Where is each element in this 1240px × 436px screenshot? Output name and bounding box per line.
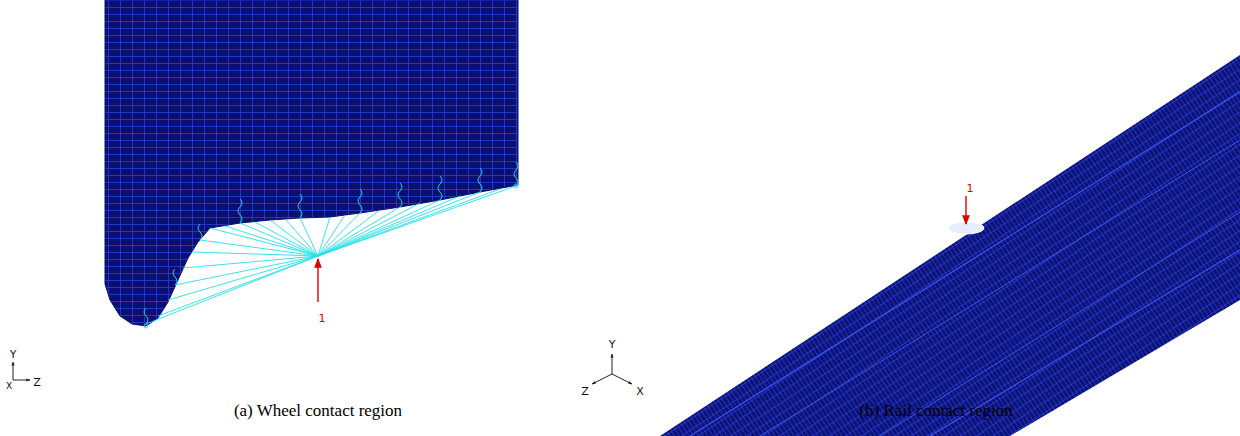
axis-label-holder: Y xyxy=(10,344,17,362)
figure-caption: (b) Rail contact region xyxy=(859,402,1012,421)
axis-label-holder: Z xyxy=(33,372,41,390)
callout-number: 1 xyxy=(967,183,974,195)
figure-caption: (a) Wheel contact region xyxy=(234,402,402,421)
axis-label: Z xyxy=(33,377,41,389)
axis-triad xyxy=(13,362,30,380)
axis-label: Y xyxy=(609,339,616,351)
axis-label: Y xyxy=(10,349,17,361)
load-arrow xyxy=(965,196,966,224)
callout-number-holder: 1 xyxy=(319,308,326,326)
axis-label-holder: X xyxy=(6,375,12,393)
callout-number-holder: 1 xyxy=(967,178,974,196)
rail-mesh xyxy=(660,55,1240,436)
spring-symbols xyxy=(144,162,518,328)
load-arrow xyxy=(317,259,318,302)
coupling-spokes xyxy=(146,186,516,324)
axis-label: Z xyxy=(581,386,589,398)
axis-label-holder: X xyxy=(636,381,644,399)
axis-label-holder: Y xyxy=(609,334,616,352)
axis-label: X xyxy=(636,386,644,398)
figure-caption-holder: (b) Rail contact region xyxy=(859,402,1012,421)
figure-caption-holder: (a) Wheel contact region xyxy=(234,402,402,421)
callout-number: 1 xyxy=(319,313,326,325)
axis-triad xyxy=(592,354,632,384)
wheel-mesh xyxy=(105,0,518,326)
axis-label-holder: Z xyxy=(581,381,589,399)
axis-label: X xyxy=(6,382,12,392)
